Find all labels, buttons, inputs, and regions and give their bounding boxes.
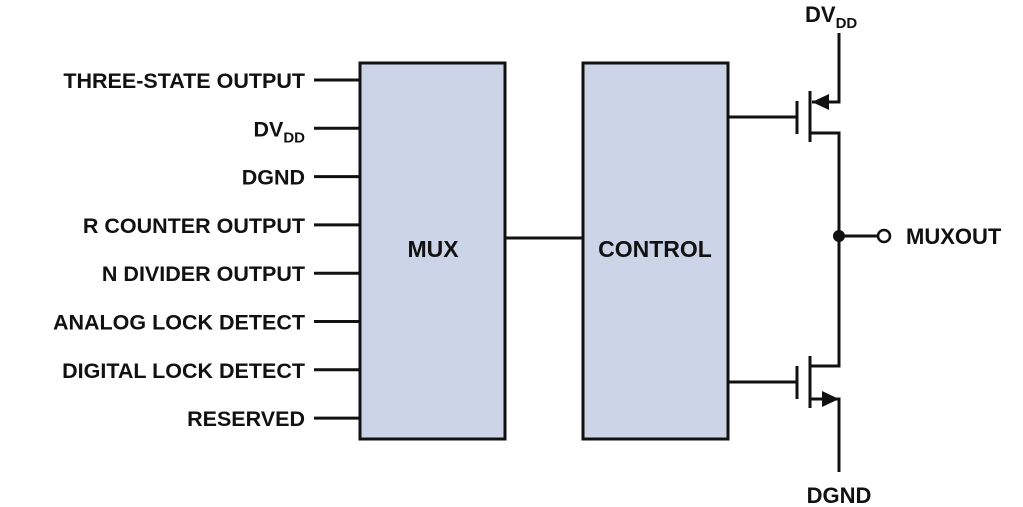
pmos-drain-lead [810, 131, 841, 236]
mux-input-label: RESERVED [187, 407, 305, 431]
nmos-arrow [822, 391, 839, 407]
mux-block [358, 61, 507, 441]
mux-input-label: N DIVIDER OUTPUT [102, 262, 305, 286]
nmos-transistor-icon [795, 236, 841, 472]
mux-input-label: DIGITAL LOCK DETECT [62, 359, 305, 383]
pmos-source-lead [812, 33, 841, 104]
nmos-source-lead [810, 397, 841, 472]
mux-input-label: THREE-STATE OUTPUT [63, 69, 305, 93]
muxout-label: MUXOUT [906, 224, 1002, 249]
output-pin-icon [876, 228, 892, 244]
dgnd-ground-label: DGND [807, 483, 872, 507]
control-label: CONTROL [598, 236, 712, 262]
mux-label: MUX [407, 236, 459, 262]
mux-input-label: R COUNTER OUTPUT [83, 214, 305, 238]
mux-input-label: DGND [242, 166, 305, 190]
control-block [581, 61, 730, 441]
nmos-drain-lead [810, 236, 841, 368]
mux-input-label: ANALOG LOCK DETECT [53, 311, 305, 335]
mux-inputs: THREE-STATE OUTPUT DVDD DGND R COUNTER OUTP… [53, 69, 360, 431]
dvdd-supply-label: DVDD [805, 2, 857, 32]
pmos-arrow [812, 94, 829, 110]
pmos-transistor-icon [795, 33, 841, 236]
mux-input-label: DVDD [253, 117, 305, 146]
